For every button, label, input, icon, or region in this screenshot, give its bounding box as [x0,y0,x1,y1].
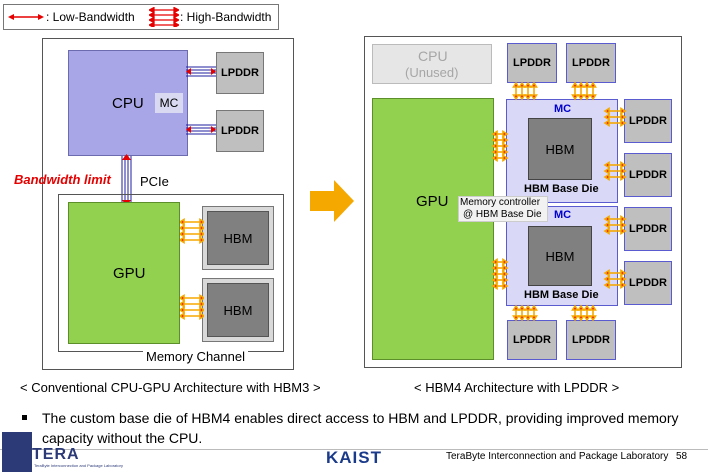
left-gpu-hbm-arrows [180,218,204,320]
right-lpddr-bottom-1-label: LPDDR [513,334,551,346]
right-gpu-label: GPU [416,193,449,210]
right-lpddr-side-4-label: LPDDR [629,277,667,289]
left-cpu-lpddr-bus [186,66,216,135]
right-lpddr-side-1-label: LPDDR [629,115,667,127]
right-lpddr-side-3-label: LPDDR [629,223,667,235]
footer-logo-left-text: TERA [32,446,80,463]
transition-arrow-icon [310,180,354,222]
left-hbm-2: HBM [207,283,269,337]
left-mc-label: MC [159,96,179,110]
mc-callout-line1: Memory controller [460,197,541,208]
legend-box [3,4,279,30]
legend-high-label: : High-Bandwidth [180,10,272,24]
left-lpddr-1-label: LPDDR [221,67,259,79]
left-lpddr-1: LPDDR [216,52,264,94]
left-caption: < Conventional CPU-GPU Architecture with… [20,380,321,395]
pcie-label: PCIe [140,174,169,189]
right-lpddr-bottom-1: LPDDR [507,320,557,360]
left-lpddr-2-label: LPDDR [221,125,259,137]
right-hbm-2-label: HBM [545,248,575,264]
right-cpu-unused-line2: (Unused) [405,65,459,80]
right-mc-2: MC [554,209,572,221]
memory-channel-label: Memory Channel [143,349,248,364]
footer-lab-name: TeraByte Interconnection and Package Lab… [446,451,669,462]
right-lpddr-side-1: LPDDR [624,99,672,143]
bullet-marker [22,415,27,420]
right-cpu-unused [372,44,492,84]
left-mc-box: MC [155,93,183,113]
right-lpddr-top-2: LPDDR [566,43,616,83]
right-gpu-block [372,98,494,360]
mc-callout-line2: @ HBM Base Die [463,209,542,220]
left-lpddr-2: LPDDR [216,110,264,152]
left-pcie-bus [121,154,132,206]
right-lpddr-side-3: LPDDR [624,207,672,251]
right-base-die-1-label: HBM Base Die [524,183,599,195]
left-gpu-block [68,202,180,344]
right-lpddr-top-1-label: LPDDR [513,57,551,69]
right-hbm-2: HBM [528,226,592,286]
legend-high-arrow [149,7,179,27]
right-cpu-unused-line1: CPU [418,48,448,64]
right-lpddr-top-2-label: LPDDR [572,57,610,69]
footer-logo-left-sub: TeraByte Interconnection and Package Lab… [34,463,123,468]
right-lpddr-bottom-2: LPDDR [566,320,616,360]
left-hbm-1: HBM [207,211,269,265]
kaist-logo: KAIST [326,450,382,464]
right-hbm-1: HBM [528,118,592,180]
right-caption: < HBM4 Architecture with LPDDR > [414,380,620,395]
footer-rule [0,449,708,450]
page-number: 58 [676,451,688,462]
bullet-line-1: The custom base die of HBM4 enables dire… [42,410,679,426]
left-cpu-label: CPU [112,95,144,112]
bullet-line-2: capacity without the CPU. [42,430,203,446]
right-hbm-arrows [491,81,627,322]
right-hbm-1-label: HBM [545,141,575,157]
bandwidth-limit-label: Bandwidth limit [14,172,111,187]
left-hbm-1-label: HBM [223,230,253,246]
right-lpddr-side-2: LPDDR [624,153,672,197]
mc-callout [458,196,548,222]
right-base-die-2-label: HBM Base Die [524,289,599,301]
right-panel [364,36,682,368]
right-lpddr-side-4: LPDDR [624,261,672,305]
right-mc-1: MC [554,103,572,115]
footer-logo-left [2,432,32,472]
right-lpddr-bottom-2-label: LPDDR [572,334,610,346]
legend-low-label: : Low-Bandwidth [46,10,135,24]
left-hbm-2-label: HBM [223,302,253,318]
left-gpu-label: GPU [113,265,146,282]
right-lpddr-side-2-label: LPDDR [629,169,667,181]
right-lpddr-top-1: LPDDR [507,43,557,83]
legend-low-arrow [8,14,44,20]
left-panel [42,38,294,370]
